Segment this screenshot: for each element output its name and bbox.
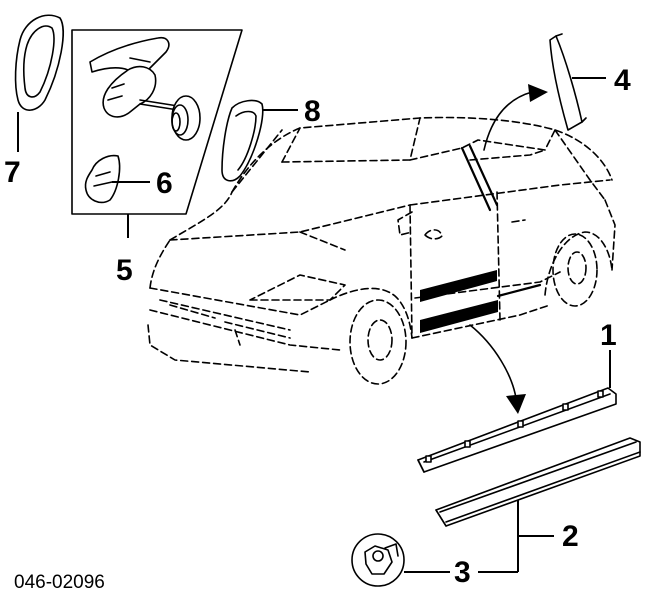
car-outline — [147, 116, 616, 385]
pillar-garnish-part — [549, 33, 606, 131]
arrow-to-pillar-garnish — [483, 84, 548, 151]
mirror-cover-part — [14, 14, 64, 152]
callout-3: 3 — [454, 556, 471, 589]
callout-1: 1 — [600, 319, 617, 352]
callout-2: 2 — [562, 520, 579, 553]
callout-8: 8 — [304, 95, 321, 128]
callout-6: 6 — [156, 167, 173, 200]
arrow-to-door-moulding — [469, 324, 526, 414]
door-moulding-on-car — [420, 144, 542, 333]
door-moulding-upper-part — [417, 350, 617, 473]
mirror-glass-part — [221, 99, 298, 182]
callout-7: 7 — [4, 156, 21, 189]
door-moulding-lower-part — [435, 437, 641, 572]
mirror-assembly-box — [71, 29, 243, 238]
callout-5: 5 — [116, 254, 133, 287]
callout-4: 4 — [614, 64, 631, 97]
diagram-number: 046-02096 — [14, 572, 105, 593]
clip-part — [351, 533, 518, 587]
